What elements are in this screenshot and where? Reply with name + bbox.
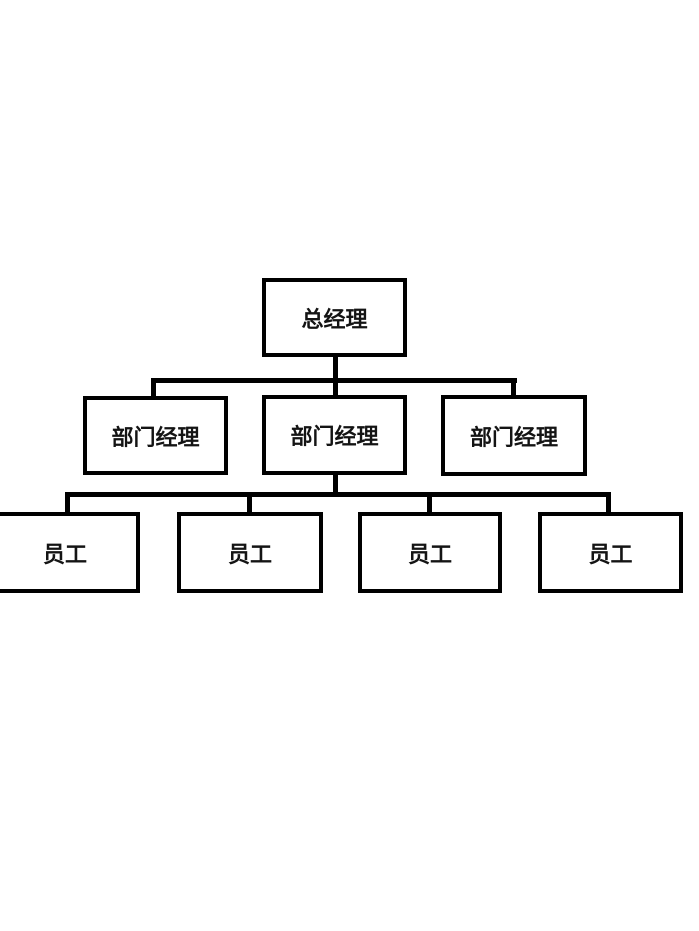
connector-employees-bus (65, 492, 611, 497)
node-employee-1: 员工 (0, 512, 140, 593)
node-employee-3: 员工 (358, 512, 502, 593)
connector-root-to-bus (333, 357, 338, 397)
connector-bus-to-employee-2 (247, 492, 252, 514)
connector-managers-bus (151, 378, 517, 383)
connector-bus-to-manager-1 (151, 378, 156, 398)
node-employee-1-label: 员工 (42, 542, 87, 568)
node-employee-2-label: 员工 (227, 542, 272, 568)
node-general-manager: 总经理 (262, 278, 407, 357)
node-department-manager-2: 部门经理 (262, 395, 407, 475)
connector-bus-to-manager-3 (511, 378, 516, 397)
node-employee-3-label: 员工 (407, 542, 452, 568)
node-department-manager-3-label: 部门经理 (469, 425, 558, 451)
node-employee-2: 员工 (177, 512, 323, 593)
node-employee-4-label: 员工 (588, 542, 633, 568)
connector-bus-to-employee-3 (427, 492, 432, 514)
node-department-manager-1: 部门经理 (83, 396, 228, 475)
connector-manager-2-to-bus (333, 475, 338, 494)
node-department-manager-2-label: 部门经理 (290, 425, 379, 450)
connector-bus-to-employee-1 (65, 492, 70, 514)
connector-bus-to-employee-4 (606, 492, 611, 514)
node-department-manager-3: 部门经理 (441, 395, 587, 476)
node-employee-4: 员工 (538, 512, 683, 593)
node-general-manager-label: 总经理 (301, 307, 368, 333)
node-department-manager-1-label: 部门经理 (111, 425, 200, 451)
